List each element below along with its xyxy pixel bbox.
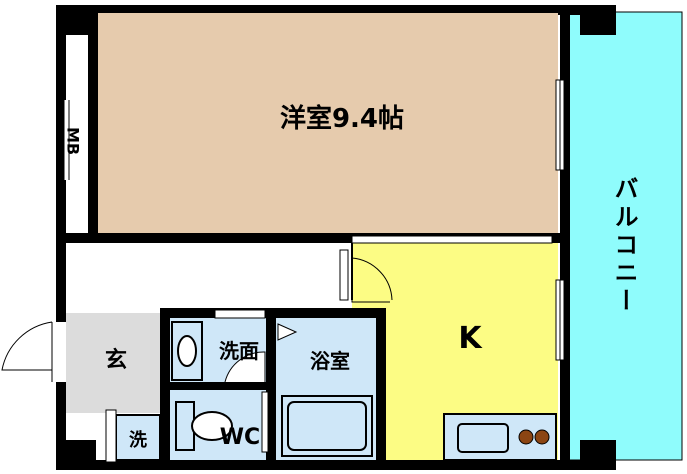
entrance-door	[1, 321, 66, 382]
balcony-area	[565, 11, 683, 461]
western-room-label: 洋室9.4帖	[280, 103, 404, 134]
kitchen-door	[339, 235, 553, 303]
kitchen-window	[555, 279, 565, 361]
bathtub-icon	[281, 395, 373, 457]
meter-box-label: MB	[64, 127, 83, 155]
corridor-floor	[66, 243, 352, 313]
western-room-west-wall	[88, 10, 98, 242]
balcony-label: バルコニー	[610, 176, 638, 316]
bathroom-label: 浴室	[310, 349, 350, 373]
wet-area-walls	[160, 308, 386, 468]
washer-label: 洗	[129, 429, 147, 451]
stove-burner-right	[534, 429, 550, 445]
wash-basin-icon	[171, 321, 203, 381]
western-room-south-wall	[60, 233, 560, 243]
western-room-area	[98, 13, 558, 235]
meter-box-area	[66, 40, 90, 236]
toilet-icon	[175, 401, 233, 451]
kitchen-counter	[443, 413, 557, 461]
washroom-label: 洗面	[219, 339, 259, 363]
entrance-area	[66, 313, 162, 413]
toilet-label: WC	[220, 425, 260, 450]
entrance-label: 玄	[105, 347, 127, 373]
stove-burner-left	[518, 429, 534, 445]
kitchen-label: K	[458, 321, 483, 356]
western-room-window	[555, 79, 565, 171]
